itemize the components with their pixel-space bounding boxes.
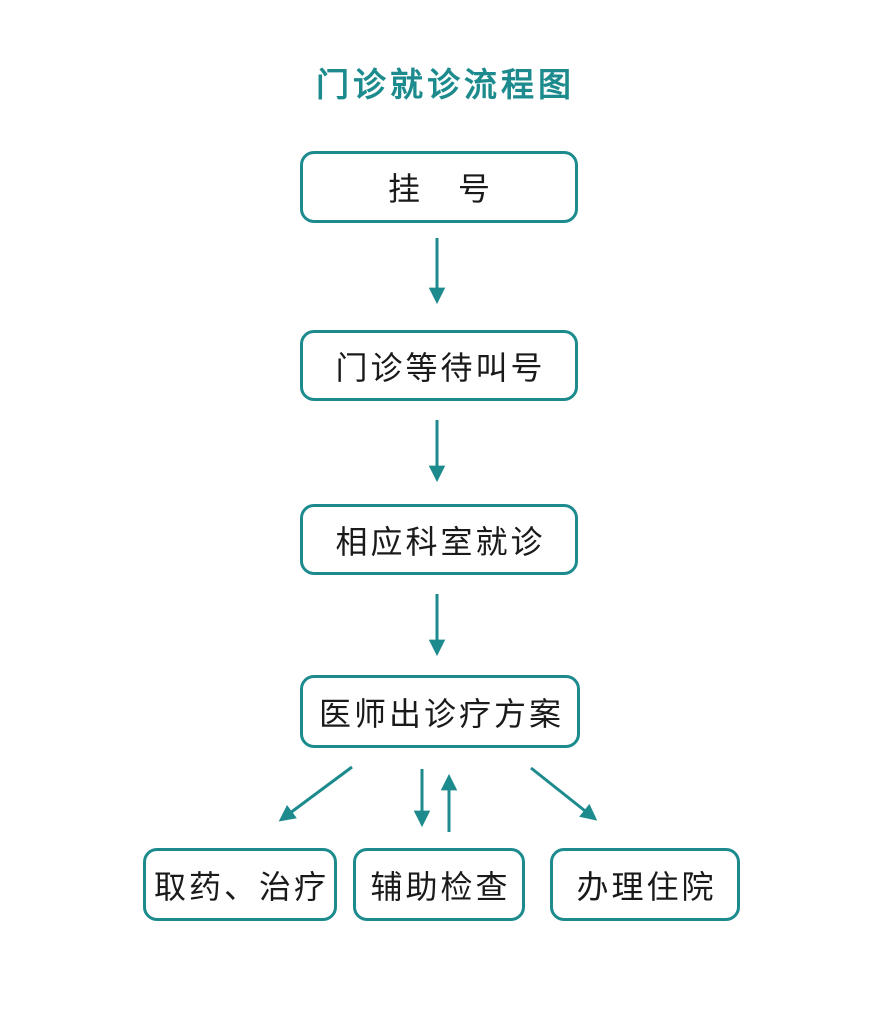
- node-register-label: 挂 号: [387, 170, 493, 208]
- node-auxiliary-exam: 辅助检查: [353, 848, 525, 921]
- arrow-plan-to-admission: [530, 766, 598, 821]
- node-waiting-label: 门诊等待叫号: [335, 348, 546, 387]
- node-treatment-plan-label: 医师出诊疗方案: [318, 694, 564, 733]
- node-hospital-admission-label: 办理住院: [576, 867, 717, 906]
- page-title: 门诊就诊流程图: [316, 65, 575, 104]
- node-department-visit-label: 相应科室就诊: [335, 522, 546, 561]
- node-pharmacy-treatment: 取药、治疗: [143, 848, 337, 921]
- arrow-plan-to-pharmacy: [278, 765, 353, 822]
- node-auxiliary-exam-label: 辅助检查: [370, 867, 511, 906]
- node-treatment-plan: 医师出诊疗方案: [300, 675, 580, 748]
- node-department-visit: 相应科室就诊: [300, 504, 578, 575]
- node-waiting: 门诊等待叫号: [300, 330, 578, 401]
- node-register: 挂 号: [300, 151, 578, 223]
- node-pharmacy-treatment-label: 取药、治疗: [153, 867, 329, 906]
- node-hospital-admission: 办理住院: [550, 848, 740, 921]
